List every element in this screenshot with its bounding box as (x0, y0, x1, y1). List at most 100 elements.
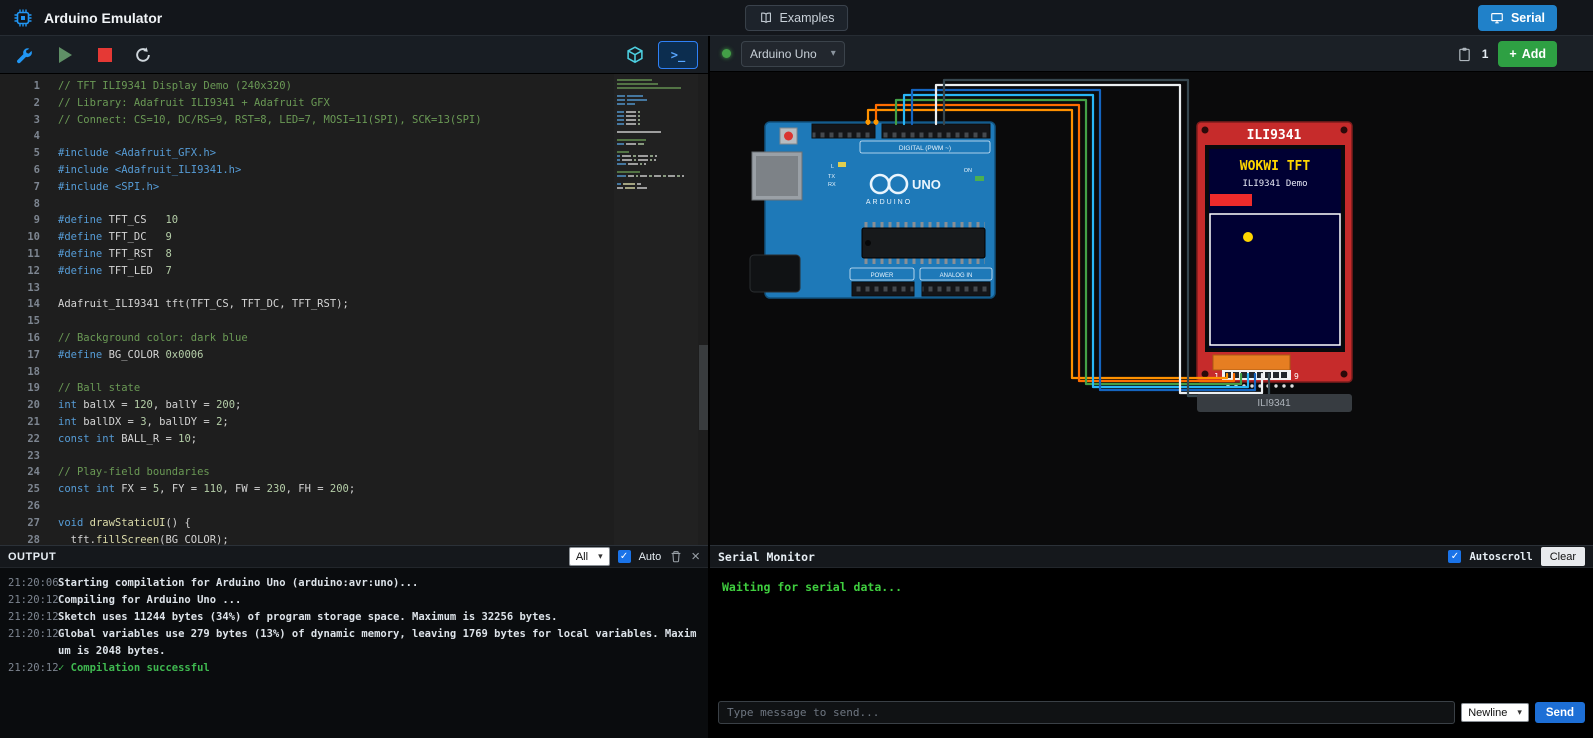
log-text: Sketch uses 11244 bytes (34%) of program… (58, 611, 558, 623)
auto-checkbox[interactable]: ✓ (617, 550, 631, 563)
code-line: // Play-field boundaries (58, 466, 210, 479)
view-3d-button[interactable] (620, 40, 650, 70)
close-output-icon[interactable]: × (691, 548, 700, 565)
serial-output: Waiting for serial data... (710, 568, 1593, 606)
line-number: 13 (27, 281, 40, 294)
arduino-logo: UNO ARDUINO (866, 173, 941, 206)
line-number: 28 (27, 533, 40, 545)
minimap-line (617, 183, 695, 187)
code-line: // Library: Adafruit ILI9341 + Adafruit … (58, 96, 330, 109)
code-line: int ballX = 120, ballY = 200; (58, 399, 242, 412)
board-select[interactable]: Arduino Uno ▾ (741, 40, 845, 67)
app-title: Arduino Emulator (44, 9, 163, 26)
line-number: 19 (27, 382, 40, 395)
code-line (58, 280, 608, 297)
wrench-icon (16, 48, 32, 64)
line-number: 25 (27, 483, 40, 496)
run-button[interactable] (50, 40, 80, 70)
tft-display-module[interactable]: ILI9341 WOKWI TFT ILI9341 Demo 1 9 (1196, 121, 1353, 388)
minimap-line (617, 131, 695, 135)
wire-cyan (902, 93, 1250, 389)
on-label: ON (964, 168, 972, 174)
line-ending-value: Newline (1468, 706, 1508, 719)
examples-button[interactable]: Examples (744, 5, 849, 31)
serial-output-text: Waiting for serial data... (722, 580, 903, 594)
led-l-label: L (831, 164, 834, 170)
log-filter-select[interactable]: All ▾ (568, 547, 610, 566)
code-line: // TFT ILI9341 Display Demo (240x320) (58, 80, 292, 92)
minimap-line (617, 123, 695, 127)
pin-1-label: 1 (1214, 372, 1219, 381)
minimap-line (617, 159, 695, 163)
terminal-toggle-button[interactable]: >_ (658, 40, 698, 69)
plus-icon: + (1509, 46, 1517, 61)
code-content: // TFT ILI9341 Display Demo (240x320) // … (58, 74, 608, 545)
stop-icon (98, 47, 112, 62)
output-title: OUTPUT (8, 550, 57, 563)
monitor-icon (1491, 13, 1503, 24)
reset-button[interactable] (779, 127, 798, 145)
code-line: #define BG_COLOR 0x0006 (58, 348, 204, 361)
clear-button[interactable]: Clear (1540, 547, 1585, 566)
line-number: 12 (27, 264, 40, 277)
autoscroll-checkbox[interactable]: ✓ (1448, 550, 1462, 563)
send-button[interactable]: Send (1534, 702, 1585, 723)
code-line (58, 498, 608, 515)
rx-label: RX (828, 182, 836, 188)
clear-logs-trash-icon[interactable] (669, 549, 683, 564)
wire-green (894, 98, 1243, 386)
part-tooltip-label: ILI9341 (1257, 398, 1291, 409)
line-number: 2 (33, 96, 40, 109)
atmega-chip (861, 222, 986, 264)
minimap-line (617, 187, 695, 191)
auto-label: Auto (638, 550, 662, 563)
add-part-button[interactable]: + Add (1498, 40, 1557, 67)
output-header: OUTPUT All ▾ ✓ Auto × (0, 545, 708, 568)
panel-divider[interactable] (708, 36, 710, 738)
code-line (58, 196, 608, 213)
play-icon (58, 46, 72, 63)
screen-subtitle: ILI9341 Demo (1242, 179, 1307, 189)
minimap-line (617, 171, 695, 175)
wire-black (942, 78, 1271, 398)
restart-button[interactable] (128, 40, 158, 70)
analog-header (921, 281, 991, 297)
build-settings-button[interactable] (8, 40, 38, 70)
minimap-line (617, 143, 695, 147)
code-line: // Background color: dark blue (58, 331, 248, 344)
minimap[interactable] (614, 74, 698, 545)
sim-canvas[interactable]: DIGITAL (PWM ~) L TX RX ON UNO ARDUINO (710, 72, 1593, 545)
line-number: 16 (27, 331, 40, 344)
log-timestamp: 21:20:12 (8, 611, 59, 623)
chevron-down-icon: ▾ (830, 48, 836, 59)
pin-9-label: 9 (1294, 372, 1299, 381)
log-timestamp: 21:20:12 (8, 594, 59, 606)
line-number: 8 (33, 197, 40, 210)
line-number: 27 (27, 516, 40, 529)
uno-label: UNO (912, 177, 941, 192)
serial-toggle-button[interactable]: Serial (1477, 5, 1557, 31)
line-number: 15 (27, 315, 40, 328)
analog-label: ANALOG IN (940, 273, 973, 279)
line-ending-select[interactable]: Newline ▾ (1461, 703, 1529, 722)
line-number: 4 (33, 130, 40, 143)
minimap-line (617, 139, 695, 143)
serial-header: Serial Monitor ✓ Autoscroll Clear (710, 545, 1593, 568)
wire-orange-1 (866, 108, 1229, 380)
minimap-line (617, 155, 695, 159)
screen-red-rect (1210, 194, 1252, 206)
serial-input[interactable] (718, 701, 1456, 724)
code-line: #define TFT_DC 9 (58, 231, 172, 244)
editor-scrollbar[interactable] (699, 345, 708, 430)
arduino-uno-board[interactable]: DIGITAL (PWM ~) L TX RX ON UNO ARDUINO (749, 121, 996, 299)
minimap-line (617, 79, 695, 83)
log-text: Starting compilation for Arduino Uno (ar… (58, 577, 419, 589)
parts-count: 1 (1481, 46, 1489, 61)
editor-toolbar: >_ (0, 36, 708, 74)
stop-button[interactable] (90, 40, 120, 70)
check-icon: ✓ (619, 551, 629, 562)
log-row: 21:20:12✓ Compilation successful (8, 660, 708, 677)
line-number: 6 (33, 163, 40, 176)
